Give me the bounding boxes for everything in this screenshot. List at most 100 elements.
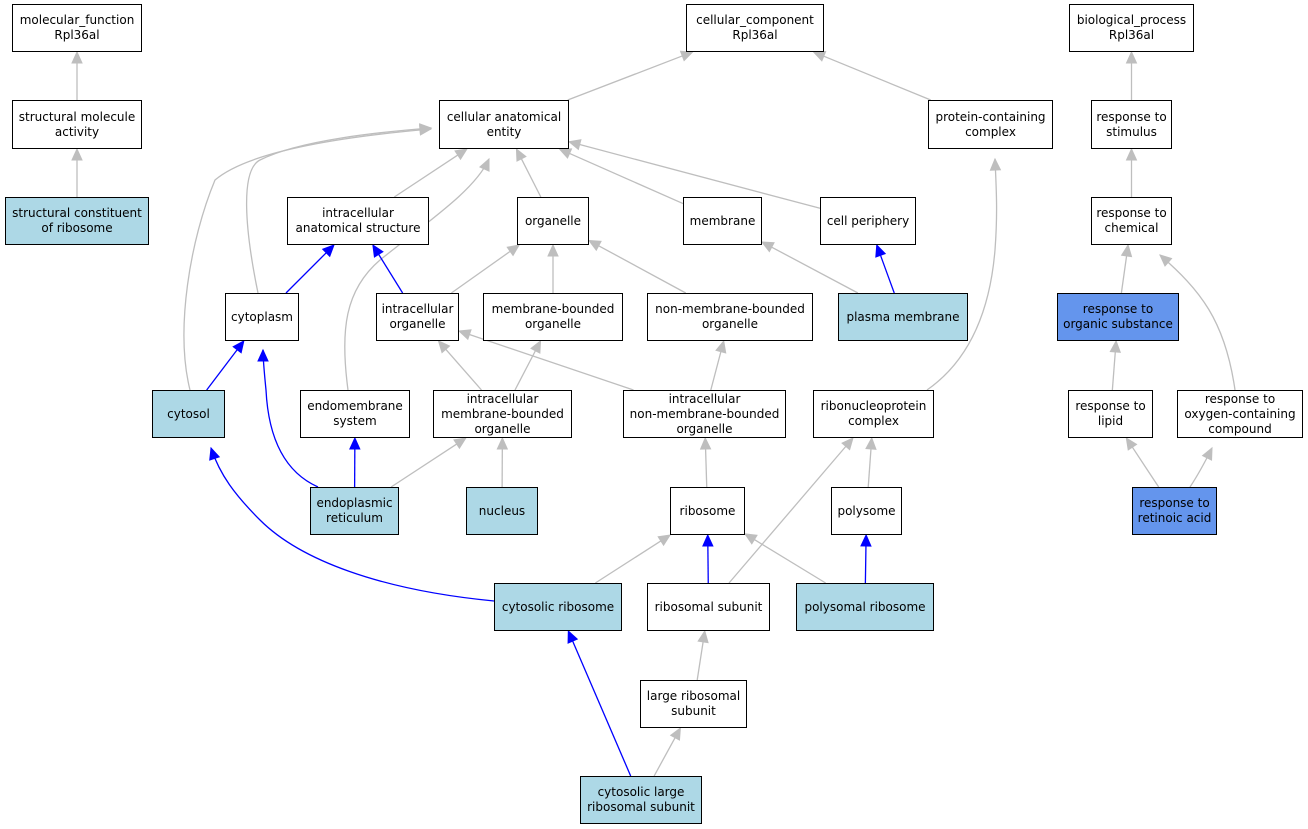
node-intracellular-anatomical-structure[interactable]: intracellular anatomical structure xyxy=(287,197,429,245)
node-cellular-anatomical-entity[interactable]: cellular anatomical entity xyxy=(439,100,569,149)
edge-plasma-membrane-to-cell-periphery xyxy=(879,255,895,294)
edge-ribosomal-subunit-to-rnp-complex xyxy=(728,445,847,584)
edge-cytosol-to-cell-anat-entity-arrowhead xyxy=(419,124,433,136)
edge-resp-organic-substance-to-resp-chemical-arrowhead xyxy=(1120,243,1133,258)
edge-cytosolic-large-ribosomal-subunit-to-large-ribosomal-subunit-arrowhead xyxy=(669,726,681,741)
edge-resp-lipid-to-resp-organic-substance-arrowhead xyxy=(1109,339,1122,353)
node-cellular-component-root[interactable]: cellular_component Rpl36al xyxy=(686,4,824,52)
edge-rnp-complex-to-protein-complex-arrowhead xyxy=(989,157,1002,171)
node-response-to-chemical[interactable]: response to chemical xyxy=(1091,197,1172,245)
node-ribosomal-subunit[interactable]: ribosomal subunit xyxy=(647,583,770,631)
edge-organelle-to-cell-anat-entity xyxy=(520,158,542,198)
edge-cytosolic-ribosome-to-cytosol-arrowhead xyxy=(209,446,221,461)
edge-struct-mol-activity-to-mf-root-arrowhead xyxy=(71,50,83,64)
node-molecular-function-root[interactable]: molecular_function Rpl36al xyxy=(12,4,142,52)
edge-resp-organic-substance-to-resp-chemical xyxy=(1120,255,1128,294)
edge-cytosolic-large-ribosomal-subunit-to-large-ribosomal-subunit xyxy=(653,737,676,777)
edge-cell-anat-entity-to-cc-root-arrowhead xyxy=(679,50,694,62)
edge-non-membrane-bounded-organelle-to-organelle-arrowhead xyxy=(587,239,602,252)
node-intracellular-non-membrane-bounded-organelle[interactable]: intracellular non-membrane-bounded organ… xyxy=(623,390,786,438)
edge-cytoplasm-to-intracellular-anat-structure xyxy=(285,252,327,294)
edge-endomembrane-system-to-cell-anat-entity xyxy=(344,158,490,391)
edge-endoplasmic-reticulum-to-intracellular-mb-organelle-arrowhead xyxy=(453,437,467,450)
edge-endoplasmic-reticulum-to-intracellular-mb-organelle xyxy=(390,443,458,488)
edge-resp-chemical-to-resp-stimulus-arrowhead xyxy=(1125,147,1138,161)
edge-large-ribosomal-subunit-to-ribosomal-subunit xyxy=(696,641,704,681)
edge-resp-retinoic-acid-to-resp-lipid xyxy=(1131,446,1160,488)
node-endomembrane-system[interactable]: endomembrane system xyxy=(300,390,410,438)
edge-cytosol-to-cell-anat-entity xyxy=(183,128,432,391)
edge-cell-anat-entity-to-cc-root xyxy=(567,55,683,101)
node-structural-molecule-activity[interactable]: structural molecule activity xyxy=(12,100,142,149)
edge-intracellular-anat-structure-to-cell-anat-entity xyxy=(393,154,459,198)
node-cytosol[interactable]: cytosol xyxy=(152,390,225,438)
edge-polysome-to-rnp-complex xyxy=(867,448,872,488)
edge-non-membrane-bounded-organelle-to-organelle xyxy=(598,245,687,294)
node-membrane[interactable]: membrane xyxy=(683,197,762,245)
edge-intracellular-nmb-organelle-to-intracellular-organelle-arrowhead xyxy=(457,329,472,341)
node-cytosolic-ribosome[interactable]: cytosolic ribosome xyxy=(494,583,622,631)
node-nucleus[interactable]: nucleus xyxy=(466,487,538,535)
node-cytosolic-large-ribosomal-subunit[interactable]: cytosolic large ribosomal subunit xyxy=(580,776,702,824)
node-ribosome[interactable]: ribosome xyxy=(670,487,745,535)
edge-intracellular-organelle-to-organelle-arrowhead xyxy=(506,244,521,257)
edge-nucleus-to-intracellular-mb-organelle-arrowhead xyxy=(496,436,509,450)
edge-ribosomal-subunit-to-ribosome-arrowhead xyxy=(702,533,714,547)
node-membrane-bounded-organelle[interactable]: membrane-bounded organelle xyxy=(483,293,623,341)
edge-plasma-membrane-to-membrane-arrowhead xyxy=(760,241,775,253)
edge-polysomal-ribosome-to-ribosome-arrowhead xyxy=(743,533,758,545)
edge-cytoplasm-to-cell-anat-entity xyxy=(245,127,432,294)
edge-resp-retinoic-acid-to-resp-lipid-arrowhead xyxy=(1125,436,1138,451)
node-polysomal-ribosome[interactable]: polysomal ribosome xyxy=(796,583,934,631)
node-biological-process-root[interactable]: biological_process Rpl36al xyxy=(1069,4,1194,52)
edge-endoplasmic-reticulum-to-cytoplasm xyxy=(262,349,319,488)
edge-endoplasmic-reticulum-to-endomembrane-system-arrowhead xyxy=(349,436,361,450)
edge-resp-oxygen-compound-to-resp-chemical xyxy=(1159,254,1236,391)
node-intracellular-membrane-bounded-organelle[interactable]: intracellular membrane-bounded organelle xyxy=(433,390,572,438)
edge-plasma-membrane-to-membrane xyxy=(771,246,859,294)
edge-large-ribosomal-subunit-to-ribosomal-subunit-arrowhead xyxy=(697,629,709,644)
node-response-to-lipid[interactable]: response to lipid xyxy=(1068,390,1153,438)
node-cell-periphery[interactable]: cell periphery xyxy=(820,197,916,245)
node-response-to-stimulus[interactable]: response to stimulus xyxy=(1091,100,1172,149)
edge-cytosol-to-cytoplasm xyxy=(206,349,238,391)
edge-resp-lipid-to-resp-organic-substance xyxy=(1111,351,1116,391)
node-ribonucleoprotein-complex[interactable]: ribonucleoprotein complex xyxy=(813,390,934,438)
edge-endoplasmic-reticulum-to-cytoplasm-arrowhead xyxy=(257,348,269,362)
edge-cytosolic-ribosome-to-cytosol xyxy=(210,447,495,602)
edge-cytosolic-ribosome-to-ribosome-arrowhead xyxy=(657,534,672,547)
edge-cytosolic-large-ribosomal-subunit-to-cytosolic-ribosome xyxy=(572,640,632,777)
node-response-to-organic-substance[interactable]: response to organic substance xyxy=(1057,293,1179,341)
node-intracellular-organelle[interactable]: intracellular organelle xyxy=(376,293,459,341)
edge-intracellular-nmb-organelle-to-non-membrane-bounded-organelle-arrowhead xyxy=(715,339,727,354)
node-structural-constituent-of-ribosome[interactable]: structural constituent of ribosome xyxy=(5,197,149,245)
node-plasma-membrane[interactable]: plasma membrane xyxy=(838,293,968,341)
edge-ribosome-to-intracellular-nmb-organelle-arrowhead xyxy=(699,436,712,450)
node-organelle[interactable]: organelle xyxy=(517,197,589,245)
edge-polysomal-ribosome-to-polysome-arrowhead xyxy=(860,533,872,547)
node-non-membrane-bounded-organelle[interactable]: non-membrane-bounded organelle xyxy=(647,293,813,341)
edge-cell-periphery-to-cell-anat-entity-arrowhead xyxy=(567,139,582,151)
edge-cytosolic-ribosome-to-ribosome xyxy=(595,540,662,584)
edge-intracellular-mb-organelle-to-membrane-bounded-organelle xyxy=(514,350,537,391)
node-response-to-oxygen-containing-compound[interactable]: response to oxygen-containing compound xyxy=(1177,390,1303,438)
edge-ribosome-to-intracellular-nmb-organelle xyxy=(704,448,708,488)
edge-struct-constituent-ribosome-to-struct-mol-activity-arrowhead xyxy=(71,147,83,161)
edge-polysome-to-rnp-complex-arrowhead xyxy=(865,436,877,450)
node-cytoplasm[interactable]: cytoplasm xyxy=(225,293,299,341)
edge-cytosol-to-cytoplasm-arrowhead xyxy=(232,340,245,354)
node-endoplasmic-reticulum[interactable]: endoplasmic reticulum xyxy=(310,487,399,535)
edge-rnp-complex-to-protein-complex xyxy=(926,158,998,391)
node-polysome[interactable]: polysome xyxy=(831,487,902,535)
node-protein-containing-complex[interactable]: protein-containing complex xyxy=(928,100,1053,149)
node-response-to-retinoic-acid[interactable]: response to retinoic acid xyxy=(1132,487,1217,535)
edge-intracellular-mb-organelle-to-membrane-bounded-organelle-arrowhead xyxy=(530,339,542,354)
edge-polysomal-ribosome-to-ribosome xyxy=(754,539,826,584)
edge-intracellular-organelle-to-intracellular-anat-structure-arrowhead xyxy=(372,243,384,258)
edge-membrane-bounded-organelle-to-organelle-arrowhead xyxy=(547,243,559,257)
edge-protein-complex-to-cc-root xyxy=(823,55,931,101)
node-large-ribosomal-subunit[interactable]: large ribosomal subunit xyxy=(640,680,747,728)
edge-intracellular-mb-organelle-to-intracellular-organelle xyxy=(445,348,482,391)
